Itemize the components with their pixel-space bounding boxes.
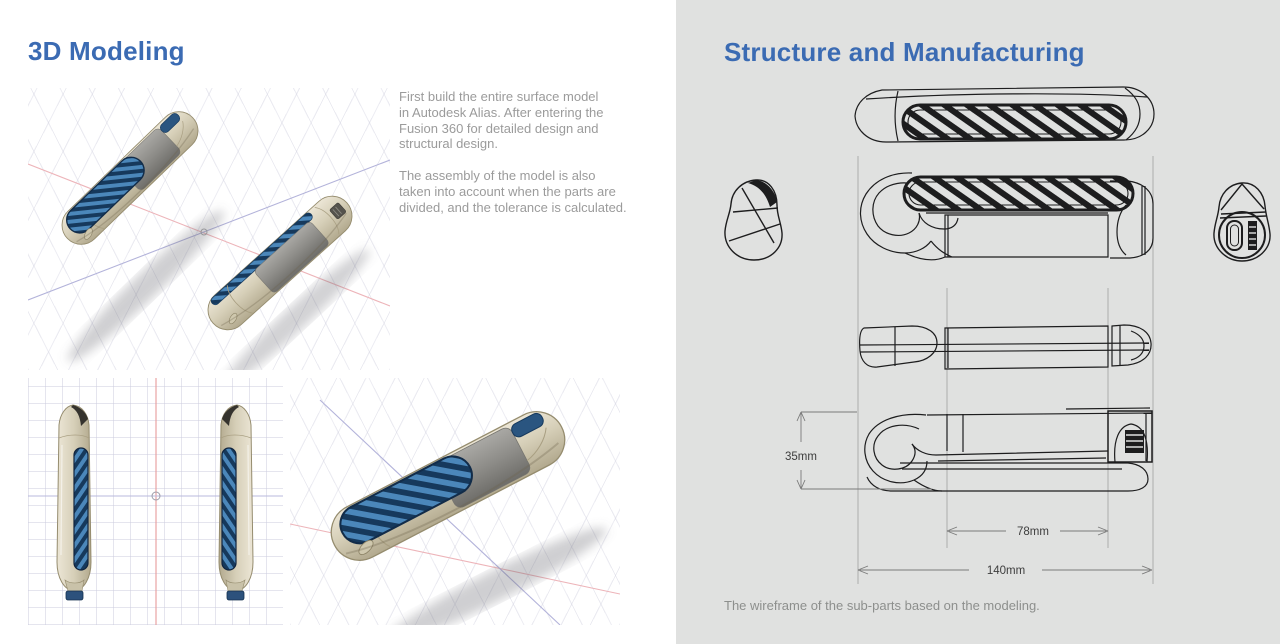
- grip-hatch-side-view: [902, 175, 1135, 212]
- wireframe-caption: The wireframe of the sub-parts based on …: [724, 598, 1040, 613]
- drawing-side-view-usb: [864, 407, 1153, 492]
- page-title-3d-modeling: 3D Modeling: [28, 36, 185, 66]
- render-isometric-single-device: [290, 378, 620, 625]
- device-shadow: [67, 210, 225, 362]
- drawing-left-end-view: [724, 179, 783, 261]
- description-paragraph-1: First build the entire surface model in …: [399, 89, 604, 152]
- origin-marker: [151, 491, 161, 501]
- wireframe-drawing-canvas: 35mm 78mm 140mm: [724, 86, 1271, 584]
- render-isometric-two-devices-canvas: [28, 103, 390, 370]
- device-shadow: [383, 527, 607, 625]
- construction-lines: [857, 156, 1154, 584]
- dimension-grip-length-label: 78mm: [1017, 526, 1049, 538]
- description-paragraph-2: The assembly of the model is also taken …: [399, 168, 627, 215]
- render-isometric-single-device-canvas: [290, 399, 620, 625]
- render-front-two-devices: [28, 378, 283, 625]
- dimension-lines: [796, 411, 1153, 575]
- device-front-render: [53, 103, 207, 253]
- grip-hatch-top-view: [901, 103, 1128, 141]
- right-page: Structure and Manufacturing: [676, 0, 1280, 644]
- render-front-two-devices-canvas: [28, 378, 283, 625]
- device-back-render: [199, 187, 361, 339]
- left-page: 3D Modeling First build the entire surfa…: [28, 36, 641, 625]
- drawing-top-view: [854, 86, 1155, 143]
- device-shadow: [222, 249, 370, 370]
- drawing-side-view-plain: [859, 324, 1152, 370]
- drawing-right-end-view: [1213, 182, 1271, 262]
- device-side-render: [56, 404, 92, 601]
- page-title-structure-manufacturing: Structure and Manufacturing: [724, 37, 1085, 67]
- device-front-render: [320, 400, 576, 572]
- description-text: First build the entire surface model in …: [399, 89, 641, 232]
- render-isometric-two-devices: [28, 88, 390, 370]
- dimension-height-label: 35mm: [785, 451, 817, 463]
- device-side-render-mirrored: [218, 404, 254, 601]
- dimension-overall-length-label: 140mm: [987, 565, 1025, 577]
- drawing-side-view-grip: [859, 172, 1154, 261]
